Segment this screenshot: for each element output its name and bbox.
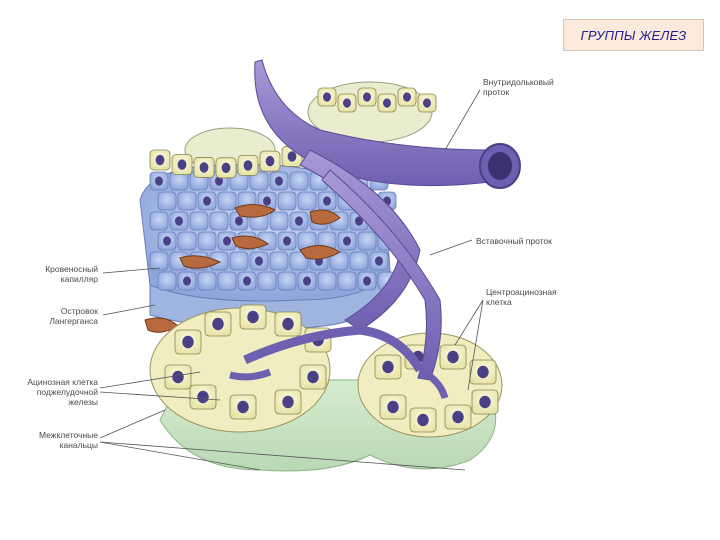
label-line: Вставочный проток [476, 236, 552, 246]
cell [230, 252, 248, 270]
cell [338, 272, 356, 290]
cell [350, 252, 368, 270]
label-line: поджелудочной [26, 387, 98, 397]
cell-nucleus [477, 366, 488, 378]
cell-nucleus [479, 396, 490, 408]
label-line: железы [26, 397, 98, 407]
cell-nucleus [403, 92, 411, 101]
cell [278, 272, 296, 290]
cell [158, 192, 176, 210]
cell [318, 272, 336, 290]
cell-nucleus [266, 156, 275, 166]
label-line: Островок [42, 306, 98, 316]
cell-nucleus [244, 160, 253, 170]
cell [218, 272, 236, 290]
cell [298, 192, 316, 210]
cell [178, 232, 196, 250]
cell [270, 252, 288, 270]
label-islet: Островок Лангерганса [42, 306, 98, 326]
cell-nucleus [303, 276, 311, 285]
cell-nucleus [288, 151, 297, 161]
cell-nucleus [363, 92, 371, 101]
cell-nucleus [323, 92, 331, 101]
label-line: канальцы [26, 440, 98, 450]
cell-nucleus [163, 236, 171, 245]
cell [258, 272, 276, 290]
label-line: клетка [486, 297, 557, 307]
cell [198, 272, 216, 290]
cell-nucleus [212, 318, 223, 330]
cell-nucleus [375, 256, 383, 265]
label-line: Внутридольковый [483, 77, 554, 87]
cell-nucleus [282, 396, 293, 408]
cell [178, 192, 196, 210]
cell-nucleus [263, 196, 271, 205]
cell-nucleus [417, 414, 428, 426]
cell [218, 192, 236, 210]
cell-nucleus [247, 311, 258, 323]
cell [190, 212, 208, 230]
label-line: Ацинозная клетка [26, 377, 98, 387]
cell-nucleus [175, 216, 183, 225]
cell-nucleus [452, 411, 463, 423]
cell [158, 272, 176, 290]
label-centroacinar-cell: Центроацинозная клетка [486, 287, 557, 307]
cell-nucleus [243, 276, 251, 285]
cell-nucleus [295, 216, 303, 225]
cell-nucleus [155, 176, 163, 185]
cell [358, 232, 376, 250]
cell-nucleus [363, 276, 371, 285]
cell-nucleus [283, 236, 291, 245]
cell-nucleus [343, 98, 351, 107]
cell-nucleus [200, 162, 209, 172]
label-blood-capillary: Кровеносный капилляр [42, 264, 98, 284]
cell [290, 172, 308, 190]
cell-nucleus [222, 163, 231, 173]
cell-nucleus [197, 391, 208, 403]
label-line: Межклеточные [26, 430, 98, 440]
cell [198, 232, 216, 250]
cell-nucleus [235, 216, 243, 225]
cell-nucleus [387, 401, 398, 413]
cell-nucleus [223, 236, 231, 245]
cell-nucleus [307, 371, 318, 383]
cell [278, 192, 296, 210]
cell-nucleus [156, 155, 165, 165]
cell-nucleus [343, 236, 351, 245]
cell-nucleus [237, 401, 248, 413]
cell [210, 212, 228, 230]
cell-nucleus [182, 336, 193, 348]
label-intralobular-duct: Внутридольковый проток [483, 77, 554, 97]
label-line: Лангерганса [42, 316, 98, 326]
cell-nucleus [282, 318, 293, 330]
cell-nucleus [447, 351, 458, 363]
cell-nucleus [178, 159, 187, 169]
cell-nucleus [183, 276, 191, 285]
label-intercalated-duct: Вставочный проток [476, 236, 552, 246]
cell-nucleus [323, 196, 331, 205]
cell [150, 212, 168, 230]
label-line: Кровеносный [42, 264, 98, 274]
cell [150, 252, 168, 270]
cell-nucleus [275, 176, 283, 185]
label-acinar-cell: Ацинозная клетка поджелудочной железы [26, 377, 98, 407]
cell [270, 212, 288, 230]
cell-nucleus [423, 98, 431, 107]
label-intercellular-ducts: Межклеточные канальцы [26, 430, 98, 450]
cell-nucleus [203, 196, 211, 205]
label-line: Центроацинозная [486, 287, 557, 297]
label-line: капилляр [42, 274, 98, 284]
cell-nucleus [172, 371, 183, 383]
cell-nucleus [255, 256, 263, 265]
label-line: проток [483, 87, 554, 97]
cell-nucleus [383, 98, 391, 107]
cell-nucleus [382, 361, 393, 373]
